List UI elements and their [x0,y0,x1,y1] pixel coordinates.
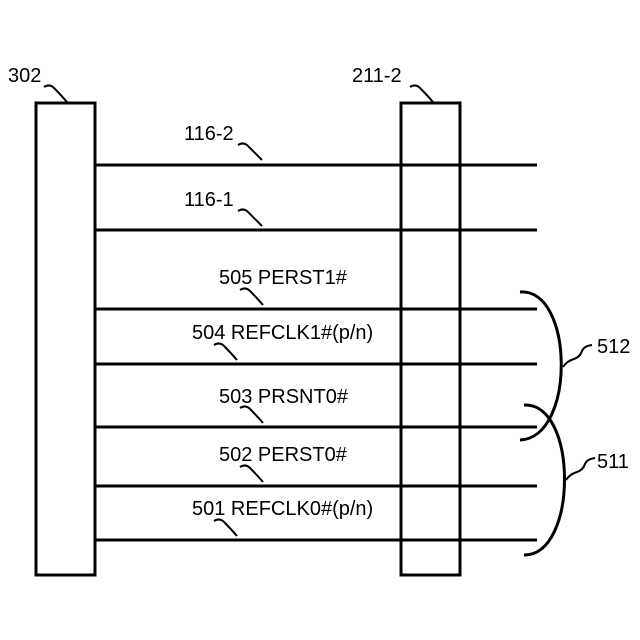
group-label-511: 511 [597,451,629,473]
signal-label-505: 505 PERST1# [219,267,348,289]
signal-leader-116-2 [238,143,262,160]
block-211-2-leader [410,85,433,102]
signal-label-116-1: 116-1 [184,189,234,211]
signal-leader-505 [240,288,263,305]
group-leader-512 [563,345,592,367]
signal-leader-502 [240,465,263,482]
group-label-512: 512 [597,336,630,358]
block-302 [36,103,95,575]
signal-leader-503 [240,406,263,423]
signal-label-503: 503 PRSNT0# [219,386,349,408]
signal-label-501: 501 REFCLK0#(p/n) [192,498,373,520]
signal-label-502: 502 PERST0# [219,444,348,466]
block-302-leader [44,85,67,102]
signal-label-116-2: 116-2 [184,123,234,145]
block-211-2 [401,103,460,575]
signal-leader-116-1 [238,209,262,226]
signal-leader-504 [214,343,237,360]
block-302-label: 302 [8,65,41,87]
block-211-2-label: 211-2 [352,65,402,87]
group-leader-511 [566,458,595,480]
group-bracket-512 [520,292,561,440]
signal-label-504: 504 REFCLK1#(p/n) [192,322,373,344]
signal-leader-501 [214,519,237,536]
